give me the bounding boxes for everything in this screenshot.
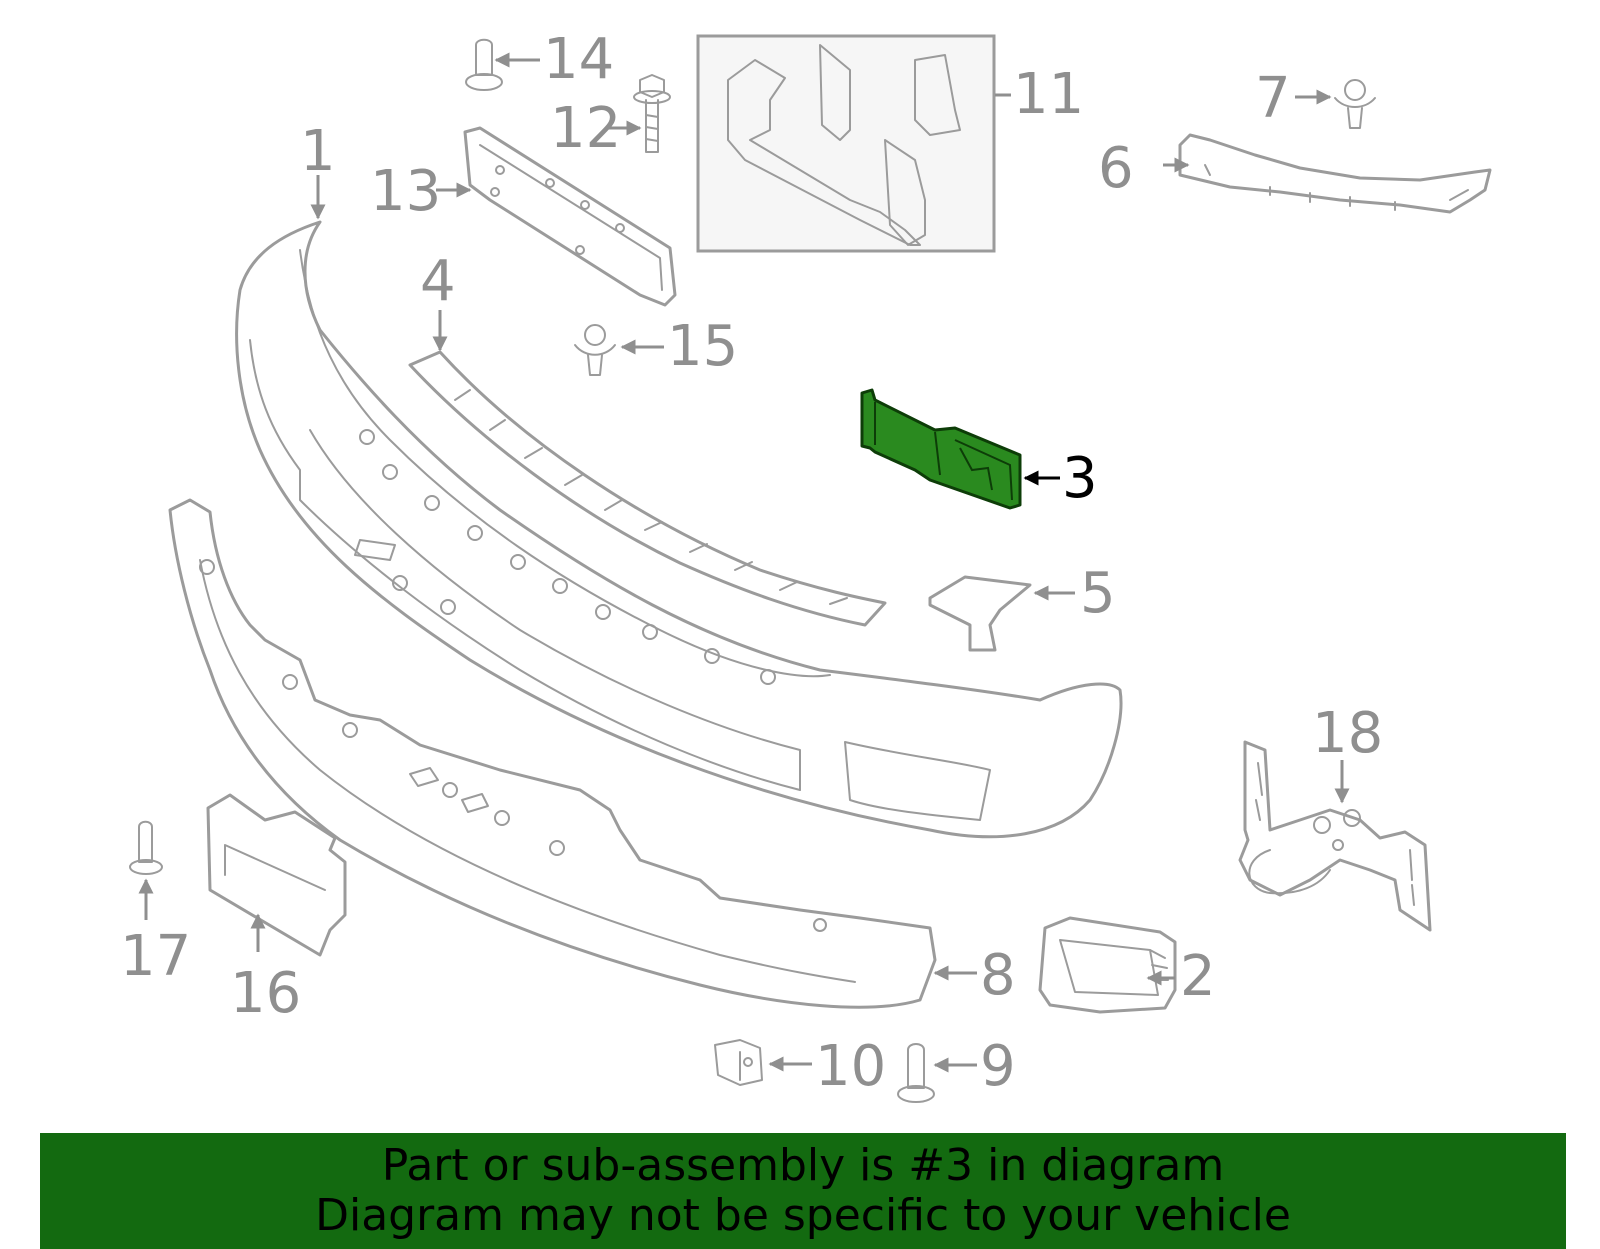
banner-line-2: Diagram may not be specific to your vehi… [315, 1190, 1291, 1241]
callout-1: 1 [300, 119, 336, 184]
part-13-reinforcement [463, 126, 677, 307]
callout-17: 17 [120, 924, 191, 989]
part-10-clip [714, 1039, 763, 1086]
callout-11: 11 [1013, 62, 1084, 127]
part-7-push-pin [1334, 79, 1376, 129]
callout-14: 14 [543, 27, 614, 92]
callout-13: 13 [370, 159, 441, 224]
callout-9: 9 [980, 1034, 1016, 1099]
part-8-lower-valance [168, 498, 937, 1009]
banner-line-1: Part or sub-assembly is #3 in diagram [381, 1140, 1225, 1191]
callout-12: 12 [550, 96, 621, 161]
part-6-side-bracket [1178, 133, 1492, 214]
info-banner: Part or sub-assembly is #3 in diagram Di… [40, 1133, 1566, 1249]
callout-leaders [138, 52, 1350, 1073]
callout-7: 7 [1255, 66, 1291, 131]
part-15-push-pin [574, 324, 616, 376]
part-9-stud [897, 1043, 935, 1103]
callout-4: 4 [420, 249, 456, 314]
part-16-plate [206, 793, 347, 957]
part-11-bracket-set-box [696, 34, 996, 253]
bumper-holes [359, 429, 776, 685]
callout-15: 15 [667, 314, 738, 379]
callout-6: 6 [1098, 136, 1134, 201]
part-12-bolt [633, 74, 671, 153]
part-17-stud [129, 820, 163, 875]
callout-labels: 1 2 3 4 5 6 7 8 9 10 11 12 13 14 15 16 1… [120, 27, 1383, 1099]
part-5-clip [928, 575, 1032, 652]
part-1-bumper-cover [235, 220, 1123, 839]
callout-5: 5 [1080, 561, 1116, 626]
callout-16: 16 [230, 961, 301, 1026]
part-2-bezel [1038, 916, 1177, 1014]
callout-18: 18 [1312, 701, 1383, 766]
callout-10: 10 [815, 1034, 886, 1099]
part-3-highlighted-bracket [860, 388, 1022, 510]
callout-2: 2 [1180, 944, 1216, 1009]
part-4-upper-strip [408, 350, 887, 627]
part-14-stud [465, 38, 503, 91]
callout-8: 8 [980, 943, 1016, 1008]
part-18-tow-hook [1238, 740, 1432, 932]
callout-3: 3 [1062, 446, 1098, 511]
